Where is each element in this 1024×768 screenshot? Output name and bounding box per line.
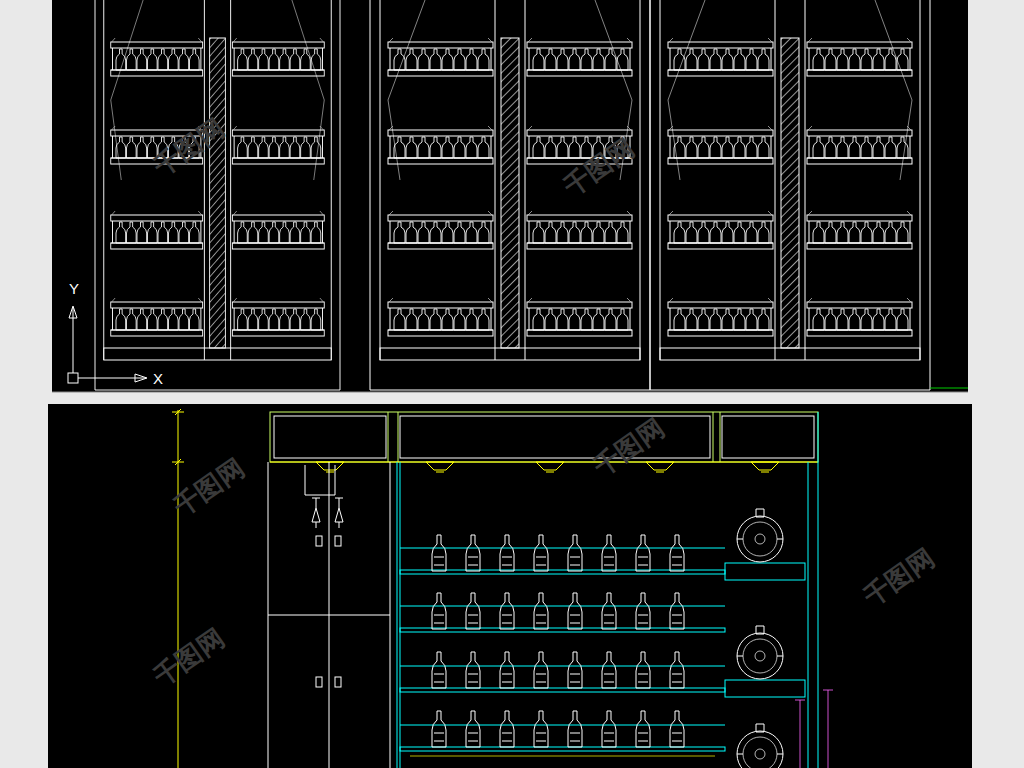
axis-label: X [153, 370, 163, 387]
axis-label: Y [69, 280, 79, 297]
